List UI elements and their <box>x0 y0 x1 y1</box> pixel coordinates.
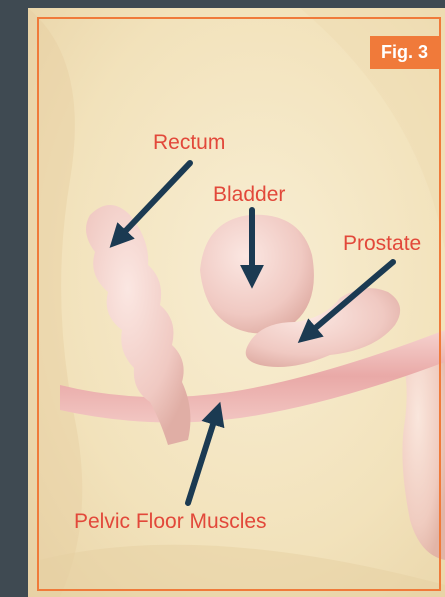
label-rectum: Rectum <box>153 131 225 155</box>
label-prostate: Prostate <box>343 232 421 256</box>
anatomy-illustration <box>28 8 445 597</box>
top-bar <box>28 0 445 8</box>
figure-badge: Fig. 3 <box>370 36 439 69</box>
left-sidebar <box>0 0 28 597</box>
label-pelvic-floor-muscles: Pelvic Floor Muscles <box>74 510 267 534</box>
anatomy-drawing <box>28 8 445 597</box>
label-bladder: Bladder <box>213 183 285 207</box>
